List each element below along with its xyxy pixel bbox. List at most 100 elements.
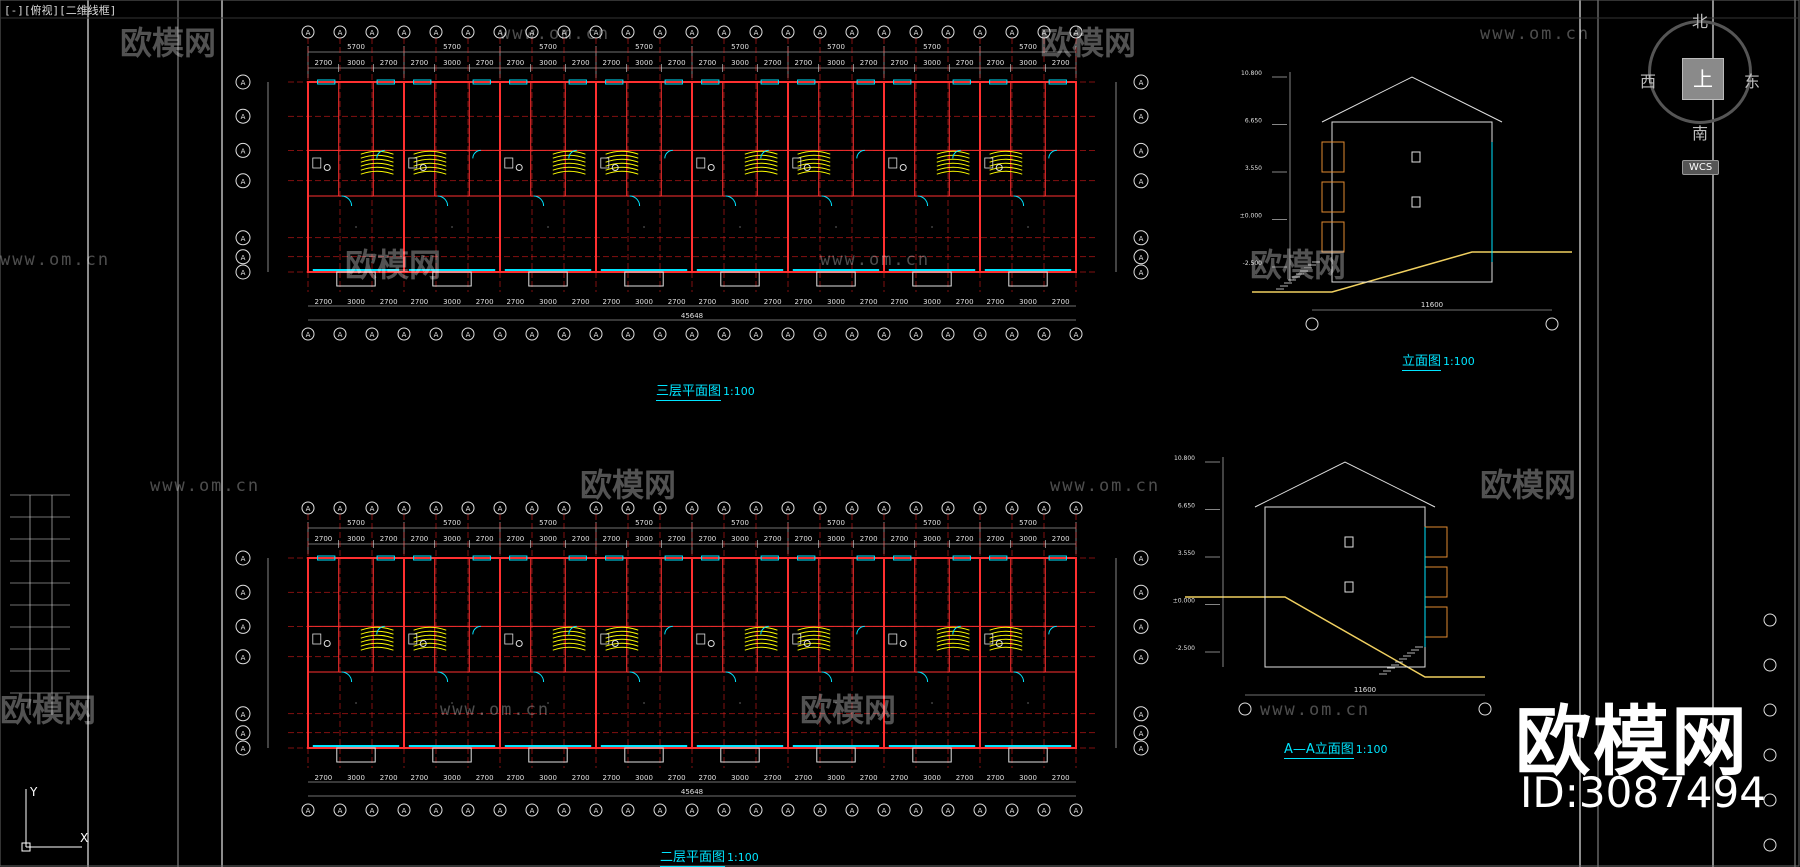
dimension-text: 2700 <box>380 59 398 67</box>
door-swing <box>725 671 737 683</box>
axis-bubble <box>781 327 795 341</box>
dimension-text: 2700 <box>476 774 494 782</box>
dimension-text: 2700 <box>572 59 590 67</box>
dimension-text: 5700 <box>923 519 941 527</box>
axis-bubble-label: A <box>241 147 246 155</box>
stair-tread <box>797 170 831 175</box>
axis-bubble-label: A <box>241 654 246 662</box>
axis-bubble-label: A <box>241 711 246 719</box>
axis-bubble-label: A <box>306 331 311 339</box>
balcony <box>336 747 376 763</box>
dimension-text: 5700 <box>443 43 461 51</box>
stair-tread <box>989 154 1023 159</box>
watermark-url: www.om.cn <box>500 24 611 44</box>
axis-bubble-label: A <box>594 29 599 37</box>
dimension-text: 3000 <box>539 298 557 306</box>
axis-bubble <box>589 327 603 341</box>
axis-bubble-label: A <box>658 331 663 339</box>
stair-tread <box>605 646 639 651</box>
door-swing <box>917 671 929 683</box>
dimension-text: 2700 <box>860 59 878 67</box>
room-label-mark: · <box>835 223 838 232</box>
axis-bubble-label: A <box>306 505 311 513</box>
basin-fixture <box>515 164 523 171</box>
basin-fixture <box>899 640 907 647</box>
dimension-text: 3000 <box>443 59 461 67</box>
axis-bubble-label: A <box>882 505 887 513</box>
dimension-text: 3000 <box>347 298 365 306</box>
dimension-text: 2700 <box>794 774 812 782</box>
window <box>1048 79 1067 85</box>
stair-tread <box>744 638 778 643</box>
toilet-fixture <box>312 633 322 645</box>
axis-bubble-label: A <box>1042 505 1047 513</box>
stair-tread <box>413 170 447 175</box>
window <box>989 555 1008 561</box>
viewcube-south[interactable]: 南 <box>1692 124 1709 143</box>
viewcube-north[interactable]: 北 <box>1692 12 1709 31</box>
stair-tread <box>360 162 394 167</box>
axis-bubble <box>909 327 923 341</box>
door-swing <box>725 195 737 207</box>
axis-bubble-label: A <box>562 505 567 513</box>
axis-bubble <box>1763 703 1777 717</box>
dimension-text: 3000 <box>347 535 365 543</box>
axis-bubble-label: A <box>338 807 343 815</box>
axis-bubble-label: A <box>850 331 855 339</box>
axis-bubble <box>1133 264 1149 280</box>
stair-tread <box>605 158 639 163</box>
axis-bubble-label: A <box>722 807 727 815</box>
wcs-menu-button[interactable]: WCS <box>1682 160 1720 175</box>
level-text: -2.500 <box>1243 260 1263 267</box>
axis-bubble <box>1133 550 1149 566</box>
axis-bubble-label: A <box>1139 745 1144 753</box>
room-label-mark: · <box>451 223 454 232</box>
dimension-text: 2700 <box>956 535 974 543</box>
viewport-control-label[interactable]: [-][俯视][二维线框] <box>4 4 117 17</box>
axis-bubble-label: A <box>690 505 695 513</box>
axis-bubble <box>973 327 987 341</box>
balcony <box>912 271 952 287</box>
axis-bubble <box>845 327 859 341</box>
elevation-1-title-text: 立面图 <box>1402 354 1442 371</box>
axis-bubble-label: A <box>658 807 663 815</box>
dimension-text: 2700 <box>698 298 716 306</box>
door-swing <box>533 195 545 207</box>
dimension-text: 2700 <box>890 298 908 306</box>
axis-bubble-label: A <box>626 807 631 815</box>
viewcube-east[interactable]: 东 <box>1744 72 1761 91</box>
axis-bubble <box>1133 230 1149 246</box>
window <box>1411 151 1421 163</box>
axis-bubble <box>845 803 859 817</box>
viewcube-top-face[interactable]: 上 <box>1682 58 1724 100</box>
toilet-fixture <box>696 157 706 169</box>
axis-bubble-label: A <box>370 505 375 513</box>
axis-bubble-label: A <box>1074 505 1079 513</box>
dimension-text: 2700 <box>956 774 974 782</box>
stair-tread <box>413 626 447 631</box>
dimension-text: 2700 <box>410 535 428 543</box>
room-label-mark: · <box>643 223 646 232</box>
viewcube-compass-ring[interactable] <box>1648 20 1752 124</box>
axis-bubble-label: A <box>466 29 471 37</box>
viewcube[interactable]: 北 南 东 西 上 WCS <box>1640 12 1761 175</box>
viewcube-west[interactable]: 西 <box>1640 72 1657 91</box>
ground-line <box>1252 251 1572 293</box>
dimension-text: 3000 <box>443 535 461 543</box>
stair-tread <box>552 638 586 643</box>
dimension-text: 11600 <box>1421 301 1443 309</box>
dimension-text: 5700 <box>1019 43 1037 51</box>
room-label-mark: · <box>835 699 838 708</box>
dimension-text: 5700 <box>443 519 461 527</box>
dimension-text: 2700 <box>380 774 398 782</box>
axis-bubble-label: A <box>818 807 823 815</box>
window <box>472 79 491 85</box>
axis-bubble-label: A <box>241 254 246 262</box>
axis-bubble <box>235 264 251 280</box>
door-swing <box>917 195 929 207</box>
stair-tread <box>413 630 447 635</box>
window <box>472 555 491 561</box>
